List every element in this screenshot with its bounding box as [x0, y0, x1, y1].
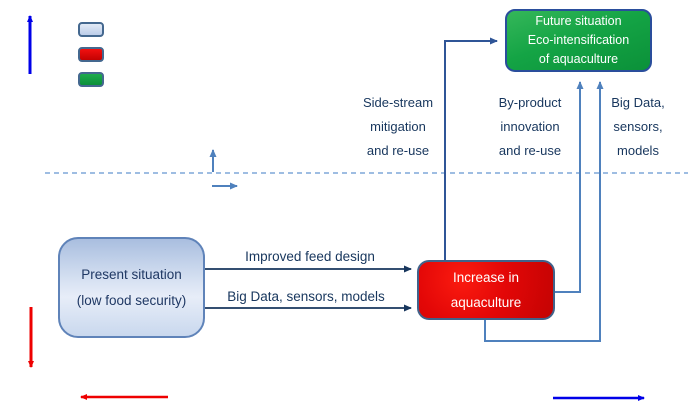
legend-swatch-increase [78, 47, 104, 62]
side-stream-connector [444, 37, 498, 260]
increase-in-aquaculture-node: Increase in aquaculture [417, 260, 555, 320]
present-situation-node: Present situation (low food security) [58, 237, 205, 338]
big-data-top-label: Big Data, sensors, models [611, 95, 665, 158]
big-data-top-connector [484, 81, 604, 342]
by-product-label: By-product innovation and re-use [498, 95, 562, 158]
big-data-bottom-label: Big Data, sensors, models [227, 289, 385, 304]
by-product-connector [555, 81, 584, 293]
side-stream-label: Side-stream mitigation and re-use [362, 95, 434, 158]
improved-feed-label: Improved feed design [245, 249, 375, 264]
legend-swatch-future [78, 72, 104, 87]
future-situation-node: Future situation Eco-intensification of … [505, 9, 652, 72]
legend-swatch-present [78, 22, 104, 37]
